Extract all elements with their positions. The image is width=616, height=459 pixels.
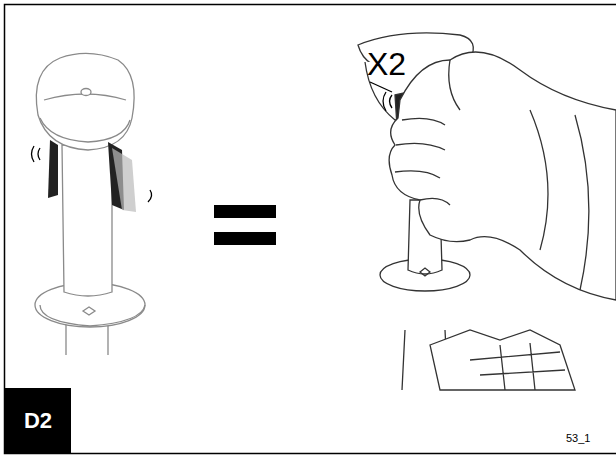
image-reference: 53_1 bbox=[566, 433, 590, 444]
panel-frame bbox=[5, 5, 616, 454]
paddle-left bbox=[48, 140, 58, 198]
figure-id-box: D2 bbox=[5, 388, 71, 454]
machine-part bbox=[430, 330, 575, 390]
repeat-count: X2 bbox=[367, 48, 406, 80]
joystick-handle bbox=[35, 53, 145, 355]
hand-illustration bbox=[358, 33, 616, 390]
joystick-shaft bbox=[62, 145, 112, 296]
joystick-base-edge bbox=[40, 305, 145, 326]
glove bbox=[389, 52, 616, 300]
click-marks bbox=[370, 82, 392, 111]
joystick-button bbox=[81, 89, 91, 96]
joystick-screw bbox=[83, 307, 95, 315]
equals-sign bbox=[214, 232, 276, 245]
joystick-top-rim bbox=[40, 118, 130, 142]
figure-id: D2 bbox=[24, 408, 52, 434]
paddle-motion bbox=[112, 148, 136, 212]
joystick-top bbox=[36, 53, 134, 150]
click-marks bbox=[32, 146, 152, 202]
equals-sign bbox=[214, 205, 276, 218]
